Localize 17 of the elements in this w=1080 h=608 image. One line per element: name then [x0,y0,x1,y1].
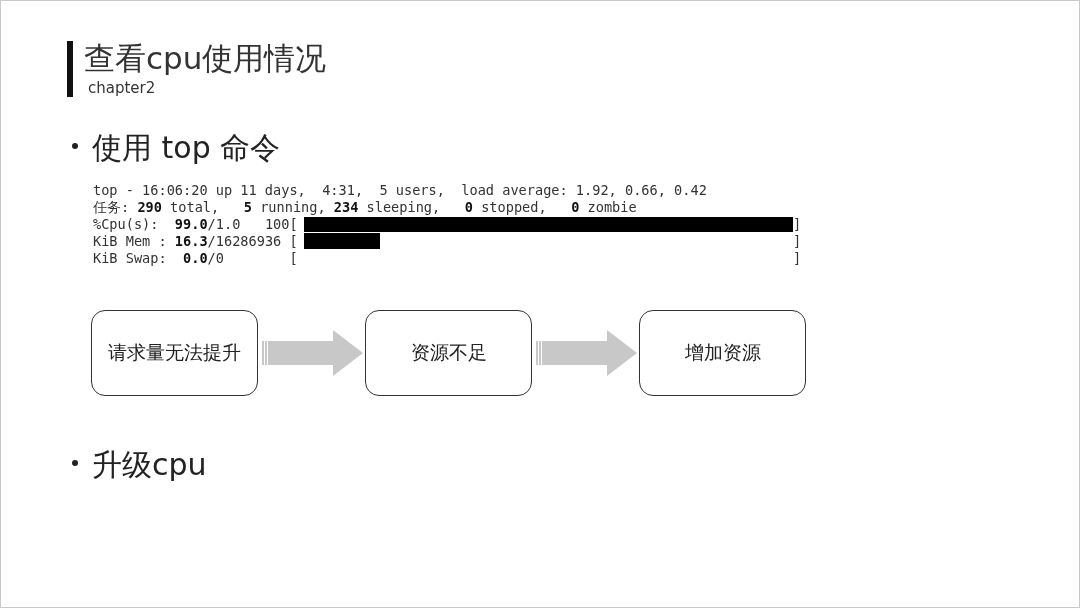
bullet-text: 使用 top 命令 [92,129,281,167]
terminal-line: ] [793,250,802,266]
process-box: 资源不足 [365,310,532,396]
process-box: 增加资源 [639,310,806,396]
terminal-line: %Cpu(s): 99.0/1.0 100[ [93,216,298,232]
block-arrow [534,330,637,376]
terminal-line: 任务: 290 total, 5 running, 234 sleeping, 0 stopped, 0 zombie [93,199,637,215]
process-box: 请求量无法提升 [91,310,258,396]
terminal-line: ] [793,233,802,249]
slide-title: 查看cpu使用情况 [84,39,327,78]
terminal-line: ] [793,216,802,232]
terminal-line: KiB Swap: 0.0/0 [ [93,250,298,266]
block-arrow [260,330,363,376]
subtitle: chapter2 [88,79,156,97]
bullet-text: 升级cpu [92,446,207,484]
terminal-line: top - 16:06:20 up 11 days, 4:31, 5 users, load average: 1.92, 0.66, 0.42 [93,182,707,198]
terminal-line: KiB Mem : 16.3/16286936 [ [93,233,298,249]
